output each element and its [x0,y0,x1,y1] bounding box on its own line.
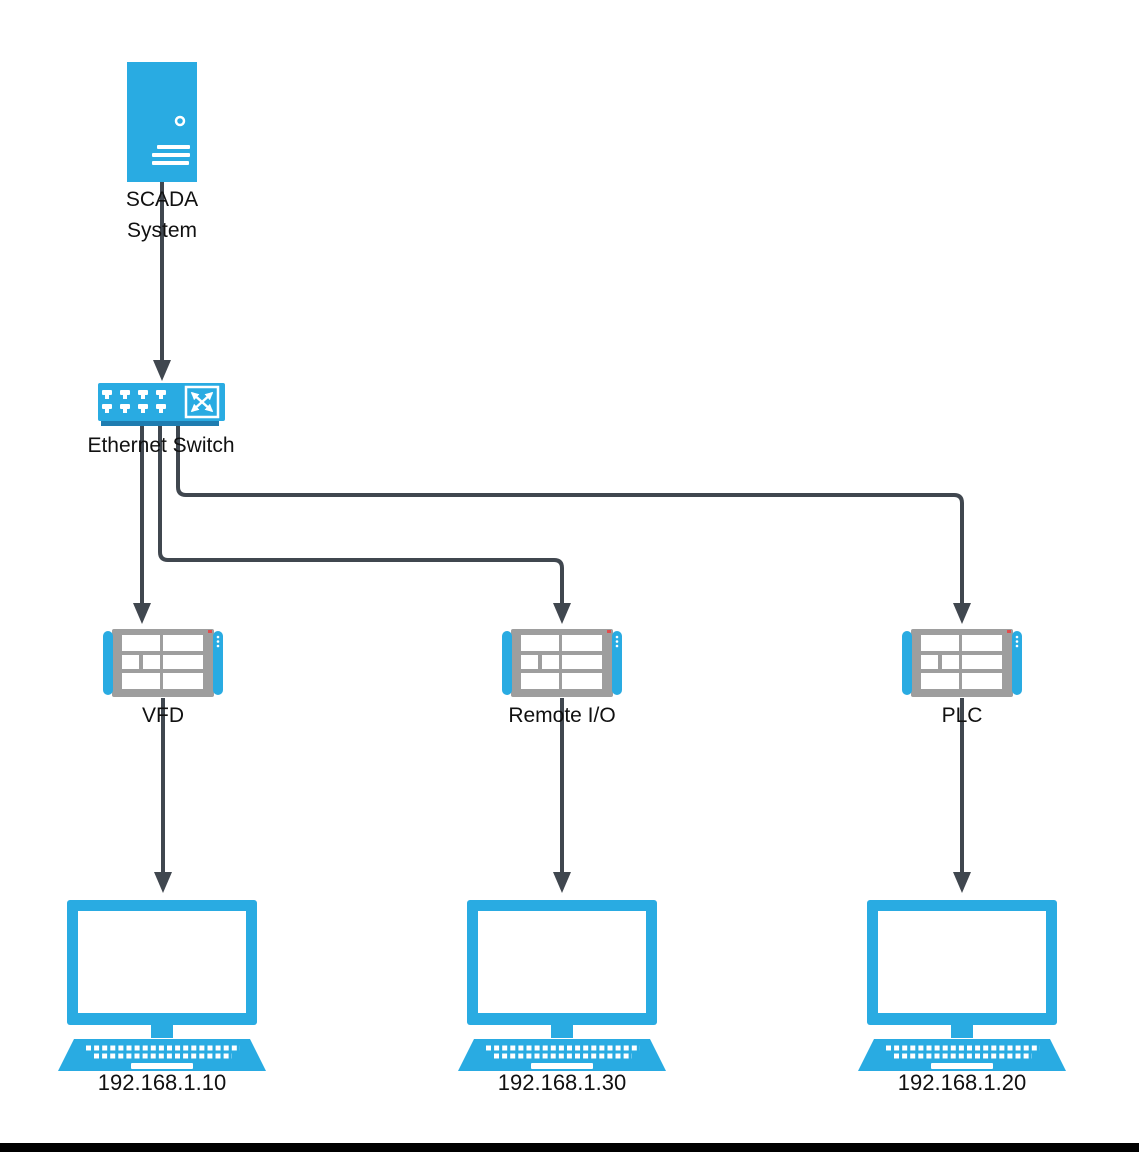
remote-io-icon [502,629,622,697]
scada-server-icon [127,62,197,182]
scada-label-line1: SCADA [126,188,198,211]
scada-label-line2: System [127,219,197,242]
plc-label: PLC [942,704,983,727]
connector-remote-io-to-station [553,698,571,893]
station-ip-2: 192.168.1.30 [498,1070,626,1095]
crossover-icon [184,385,220,419]
vfd-label: VFD [142,704,184,727]
vfd-icon [103,629,223,697]
ethernet-switch-icon [98,383,225,426]
station-ip-3: 192.168.1.20 [898,1070,1026,1095]
workstation-icon-3 [858,900,1066,1071]
workstation-icon-1 [58,900,266,1071]
connector-switch-to-vfd [133,421,151,624]
connector-vfd-to-station [154,698,172,893]
connector-scada-to-switch [153,180,171,381]
connector-switch-to-remote-io [158,421,571,624]
plc-icon [902,629,1022,697]
workstation-icon-2 [458,900,666,1071]
ethernet-switch-label: Ethernet Switch [87,434,234,457]
remote-io-label: Remote I/O [508,704,615,727]
connector-plc-to-station [953,698,971,893]
server-led-icon [174,115,186,127]
station-ip-1: 192.168.1.10 [98,1070,226,1095]
connector-switch-to-plc [176,421,971,624]
footer-bar [0,1143,1139,1152]
